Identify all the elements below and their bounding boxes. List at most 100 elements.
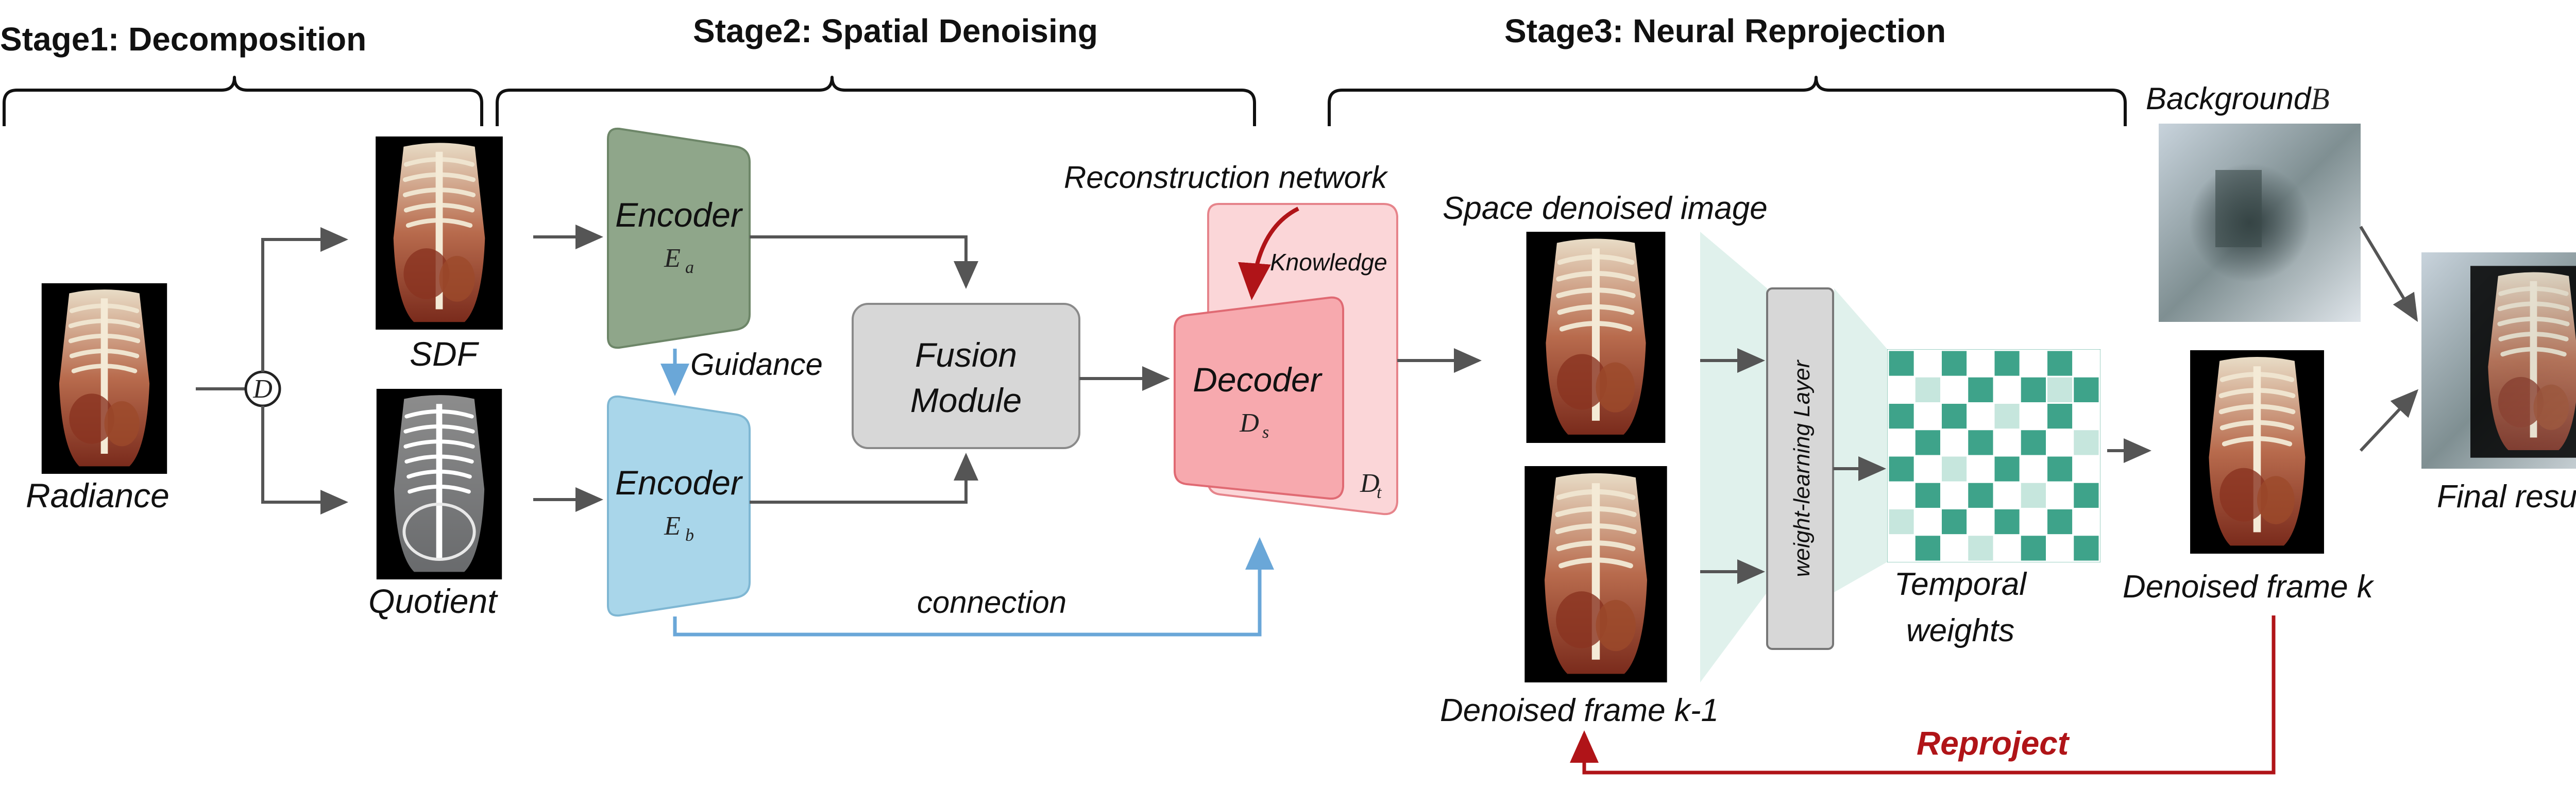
decoder-s-label: Decoder [1193, 361, 1323, 399]
weights-grid-cell [2019, 375, 2047, 404]
stage2-bracket [496, 76, 1256, 126]
background-symbol: B [2311, 82, 2330, 116]
weight-learning-layer: weight-learning Layer [1766, 287, 1834, 650]
weights-grid-cell [1913, 508, 1942, 536]
weights-grid-cell [1993, 349, 2021, 378]
weights-grid-cell [2046, 402, 2074, 431]
weights-grid-cell [2046, 455, 2074, 483]
decoder-t-symbol: D [1360, 469, 1380, 498]
fusion-module: Fusion Module [852, 303, 1080, 449]
weights-grid-cell [2072, 508, 2100, 536]
encoder-a-symbol: E [664, 244, 681, 273]
weights-grid-cell [1913, 402, 1942, 431]
weights-grid-cell [2072, 349, 2100, 378]
weights-grid-cell [1967, 429, 1995, 457]
encoder-a-to-fusion-arrow [750, 235, 978, 289]
weights-grid-cell [1940, 534, 1969, 562]
weights-grid-cell [1967, 402, 1995, 431]
weights-grid-cell [1993, 375, 2021, 404]
weights-grid-cell [2072, 429, 2100, 457]
decoder-t-subscript: t [1377, 483, 1382, 502]
weights-grid-cell [1940, 349, 1969, 378]
weights-grid-cell [2072, 481, 2100, 509]
weights-grid-cell [2072, 375, 2100, 404]
encoder-b-subscript: b [685, 526, 694, 545]
denoised-frame-k-label: Denoised frame k [2123, 569, 2375, 605]
weights-grid-cell [1940, 429, 1969, 457]
background-to-final-arrow [2359, 226, 2418, 322]
weights-grid-cell [1913, 375, 1942, 404]
weights-grid-cell [2046, 349, 2074, 378]
weights-grid-cell [2019, 508, 2047, 536]
frame-k-to-final-arrow [2359, 389, 2419, 452]
encoder-b-label: Encoder [615, 464, 743, 502]
decompose-symbol: D [252, 374, 273, 404]
encoder-b-symbol: E [664, 511, 681, 541]
space-denoised-label: Space denoised image [1443, 191, 1768, 226]
connection-arrow [673, 537, 1274, 637]
stage3-title: Stage3: Neural Reprojection [1504, 12, 1946, 49]
final-result-label: Final result [2437, 479, 2576, 515]
temporal-weights-label-2: weights [1906, 613, 2014, 648]
weights-grid-cell [2046, 481, 2074, 509]
stage1-title: Stage1: Decomposition [0, 21, 366, 58]
weights-grid-cell [1940, 508, 1969, 536]
weights-grid-cell [1993, 402, 2021, 431]
encoder-a: Encoder E a [607, 127, 751, 349]
weights-grid-cell [1913, 429, 1942, 457]
weights-grid-cell [2046, 375, 2074, 404]
encoder-a-subscript: a [685, 258, 694, 277]
weights-grid-cell [1887, 455, 1916, 483]
weights-grid-cell [1993, 481, 2021, 509]
reproject-arrow [1570, 615, 2276, 775]
encoder-b-to-fusion-arrow [750, 453, 978, 504]
weights-grid-cell [2019, 455, 2047, 483]
weights-grid-cell [2046, 429, 2074, 457]
fusion-label-1: Fusion [915, 336, 1017, 374]
weights-grid-cell [1913, 349, 1942, 378]
guidance-label: Guidance [690, 347, 823, 382]
radiance-label: Radiance [26, 476, 170, 515]
weights-grid-cell [2019, 481, 2047, 509]
weights-grid-cell [1913, 534, 1942, 562]
prev-frame-label: Denoised frame k-1 [1440, 693, 1719, 728]
weights-grid-cell [1887, 534, 1916, 562]
weights-grid-cell [1967, 349, 1995, 378]
weights-grid-cell [2019, 402, 2047, 431]
background-label: Background [2146, 81, 2312, 116]
weight-layer-label: weight-learning Layer [1789, 359, 1815, 577]
weights-grid-cell [1967, 508, 1995, 536]
weights-grid-cell [1913, 455, 1942, 483]
denoised-frame-k-image [2190, 350, 2324, 554]
weights-grid-cell [1940, 481, 1969, 509]
weights-grid-cell [2072, 534, 2100, 562]
weights-grid-cell [2072, 402, 2100, 431]
space-denoised-image [1527, 232, 1666, 443]
decoder-s-subscript: s [1262, 423, 1269, 442]
temporal-weights-grid [1887, 349, 2100, 562]
weights-grid-cell [1887, 375, 1916, 404]
weights-grid-cell [1967, 375, 1995, 404]
quotient-label: Quotient [368, 582, 498, 620]
prev-frame-image [1524, 466, 1667, 682]
weights-grid-cell [2019, 349, 2047, 378]
weights-grid-cell [1887, 481, 1916, 509]
weights-grid-cell [1940, 375, 1969, 404]
stage1-bracket [3, 76, 483, 126]
weights-grid-cell [2019, 429, 2047, 457]
weights-grid-cell [1993, 508, 2021, 536]
decoder-s: Decoder D s [1174, 296, 1344, 500]
weights-grid-cell [2046, 508, 2074, 536]
knowledge-arrow [1238, 207, 1299, 300]
knowledge-label: Knowledge [1270, 249, 1387, 276]
weights-grid-cell [1993, 429, 2021, 457]
fusion-label-2: Module [910, 381, 1022, 419]
weights-grid-cell [1967, 481, 1995, 509]
final-result-image [2421, 252, 2576, 469]
weights-grid-cell [1887, 349, 1916, 378]
stage2-title: Stage2: Spatial Denoising [693, 12, 1098, 49]
encoder-a-label: Encoder [615, 196, 743, 234]
weights-grid-cell [1913, 481, 1942, 509]
connection-label: connection [917, 585, 1066, 620]
